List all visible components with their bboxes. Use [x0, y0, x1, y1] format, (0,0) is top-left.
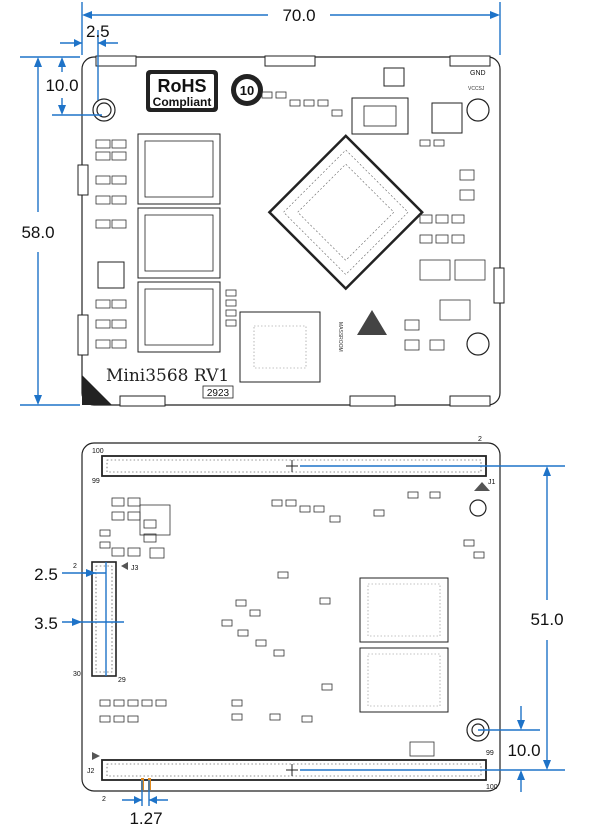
emmc-chip — [239, 311, 321, 383]
date-code-box — [202, 385, 234, 399]
dim-pitch-label: 1.27 — [129, 809, 162, 828]
dim-header-spacing-label: 51.0 — [530, 610, 563, 629]
edge-pad — [264, 55, 316, 67]
bottom-board-outline — [81, 442, 501, 792]
j3-label: J3 — [131, 565, 139, 572]
dim-hole-offset-bottom: 10.0 — [478, 706, 541, 792]
edge-pad — [493, 267, 505, 304]
dim-hole-offset-y: 10.0 — [45, 57, 102, 116]
crystal — [97, 261, 125, 289]
j1-pin-99: 99 — [92, 478, 100, 485]
brand-label: MASSROOM — [337, 322, 343, 352]
bottom-memory-chips — [359, 577, 449, 713]
edge-pad — [77, 164, 89, 196]
j2-pin-99: 99 — [486, 750, 494, 757]
dim-j3-width: 3.5 — [34, 562, 124, 676]
mounting-hole-br — [466, 332, 490, 356]
dim-width: 70.0 — [81, 2, 501, 55]
mounting-hole-tr — [466, 98, 490, 122]
gnd-label: GND — [470, 70, 486, 77]
env-label: 10 — [240, 83, 254, 98]
j1-pin-2: 2 — [478, 436, 482, 443]
j2-label: J2 — [87, 768, 95, 775]
rohs-title: RoHS — [158, 76, 207, 96]
passive-components — [95, 91, 486, 351]
j3-pin-30: 30 — [73, 671, 81, 678]
j3-pin1-marker — [121, 562, 128, 570]
j2-pin1-marker — [92, 752, 100, 760]
small-ic — [383, 67, 405, 87]
dim-j3-offset: 2.5 — [34, 565, 106, 584]
dim-j3-width-label: 3.5 — [34, 614, 58, 633]
j3-pin-29: 29 — [118, 677, 126, 684]
edge-pad — [95, 55, 137, 67]
pmic-chip — [351, 97, 409, 135]
bottom-passive-components — [99, 491, 485, 757]
dim-hole-offset-bottom-label: 10.0 — [507, 741, 540, 760]
j1-label: J1 — [488, 479, 496, 486]
edge-pad — [449, 395, 491, 407]
edge-pad — [77, 314, 89, 356]
dim-width-label: 70.0 — [282, 6, 315, 25]
environmental-logo: 10 — [231, 74, 263, 106]
mounting-hole-bottom-top — [469, 499, 487, 517]
dim-height: 58.0 — [20, 56, 80, 406]
small-ic — [431, 102, 463, 134]
date-code: 2923 — [207, 388, 230, 399]
vcc-label: VCCSJ — [468, 86, 485, 92]
dim-header-spacing: 51.0 — [300, 465, 565, 771]
dim-hole-offset-x-label: 2.5 — [86, 22, 110, 41]
dim-hole-offset-y-label: 10.0 — [45, 76, 78, 95]
dim-height-label: 58.0 — [21, 223, 54, 242]
bottom-view: 100 99 2 J1 J2 99 100 2 2 30 29 J3 — [34, 436, 565, 828]
j2-pin-100: 100 — [486, 784, 498, 791]
j3-pin-2: 2 — [73, 563, 77, 570]
pin1-corner-marker — [82, 375, 112, 405]
mounting-hole-tl-inner — [96, 102, 112, 118]
edge-pad — [349, 395, 396, 407]
dim-hole-offset-x: 2.5 — [60, 22, 118, 100]
j2-pin-2: 2 — [102, 796, 106, 803]
board-name: Mini3568 RV1 — [106, 366, 229, 386]
mounting-hole-tl — [92, 98, 116, 122]
j1-pin1-marker — [474, 482, 490, 491]
main-soc — [267, 134, 424, 291]
rohs-subtitle: Compliant — [153, 95, 212, 109]
dim-j3-offset-label: 2.5 — [34, 565, 58, 584]
j1-pin-100: 100 — [92, 448, 104, 455]
connector-j3 — [91, 561, 117, 677]
edge-pad — [119, 395, 166, 407]
dim-pitch: 1.27 — [122, 780, 168, 828]
rohs-logo: RoHS Compliant — [146, 70, 218, 112]
edge-pad — [449, 55, 491, 67]
memory-chips — [137, 133, 221, 353]
top-view: RoHS Compliant 10 GND VCCSJ — [20, 2, 505, 407]
brand-mark: MASSROOM — [337, 310, 387, 352]
